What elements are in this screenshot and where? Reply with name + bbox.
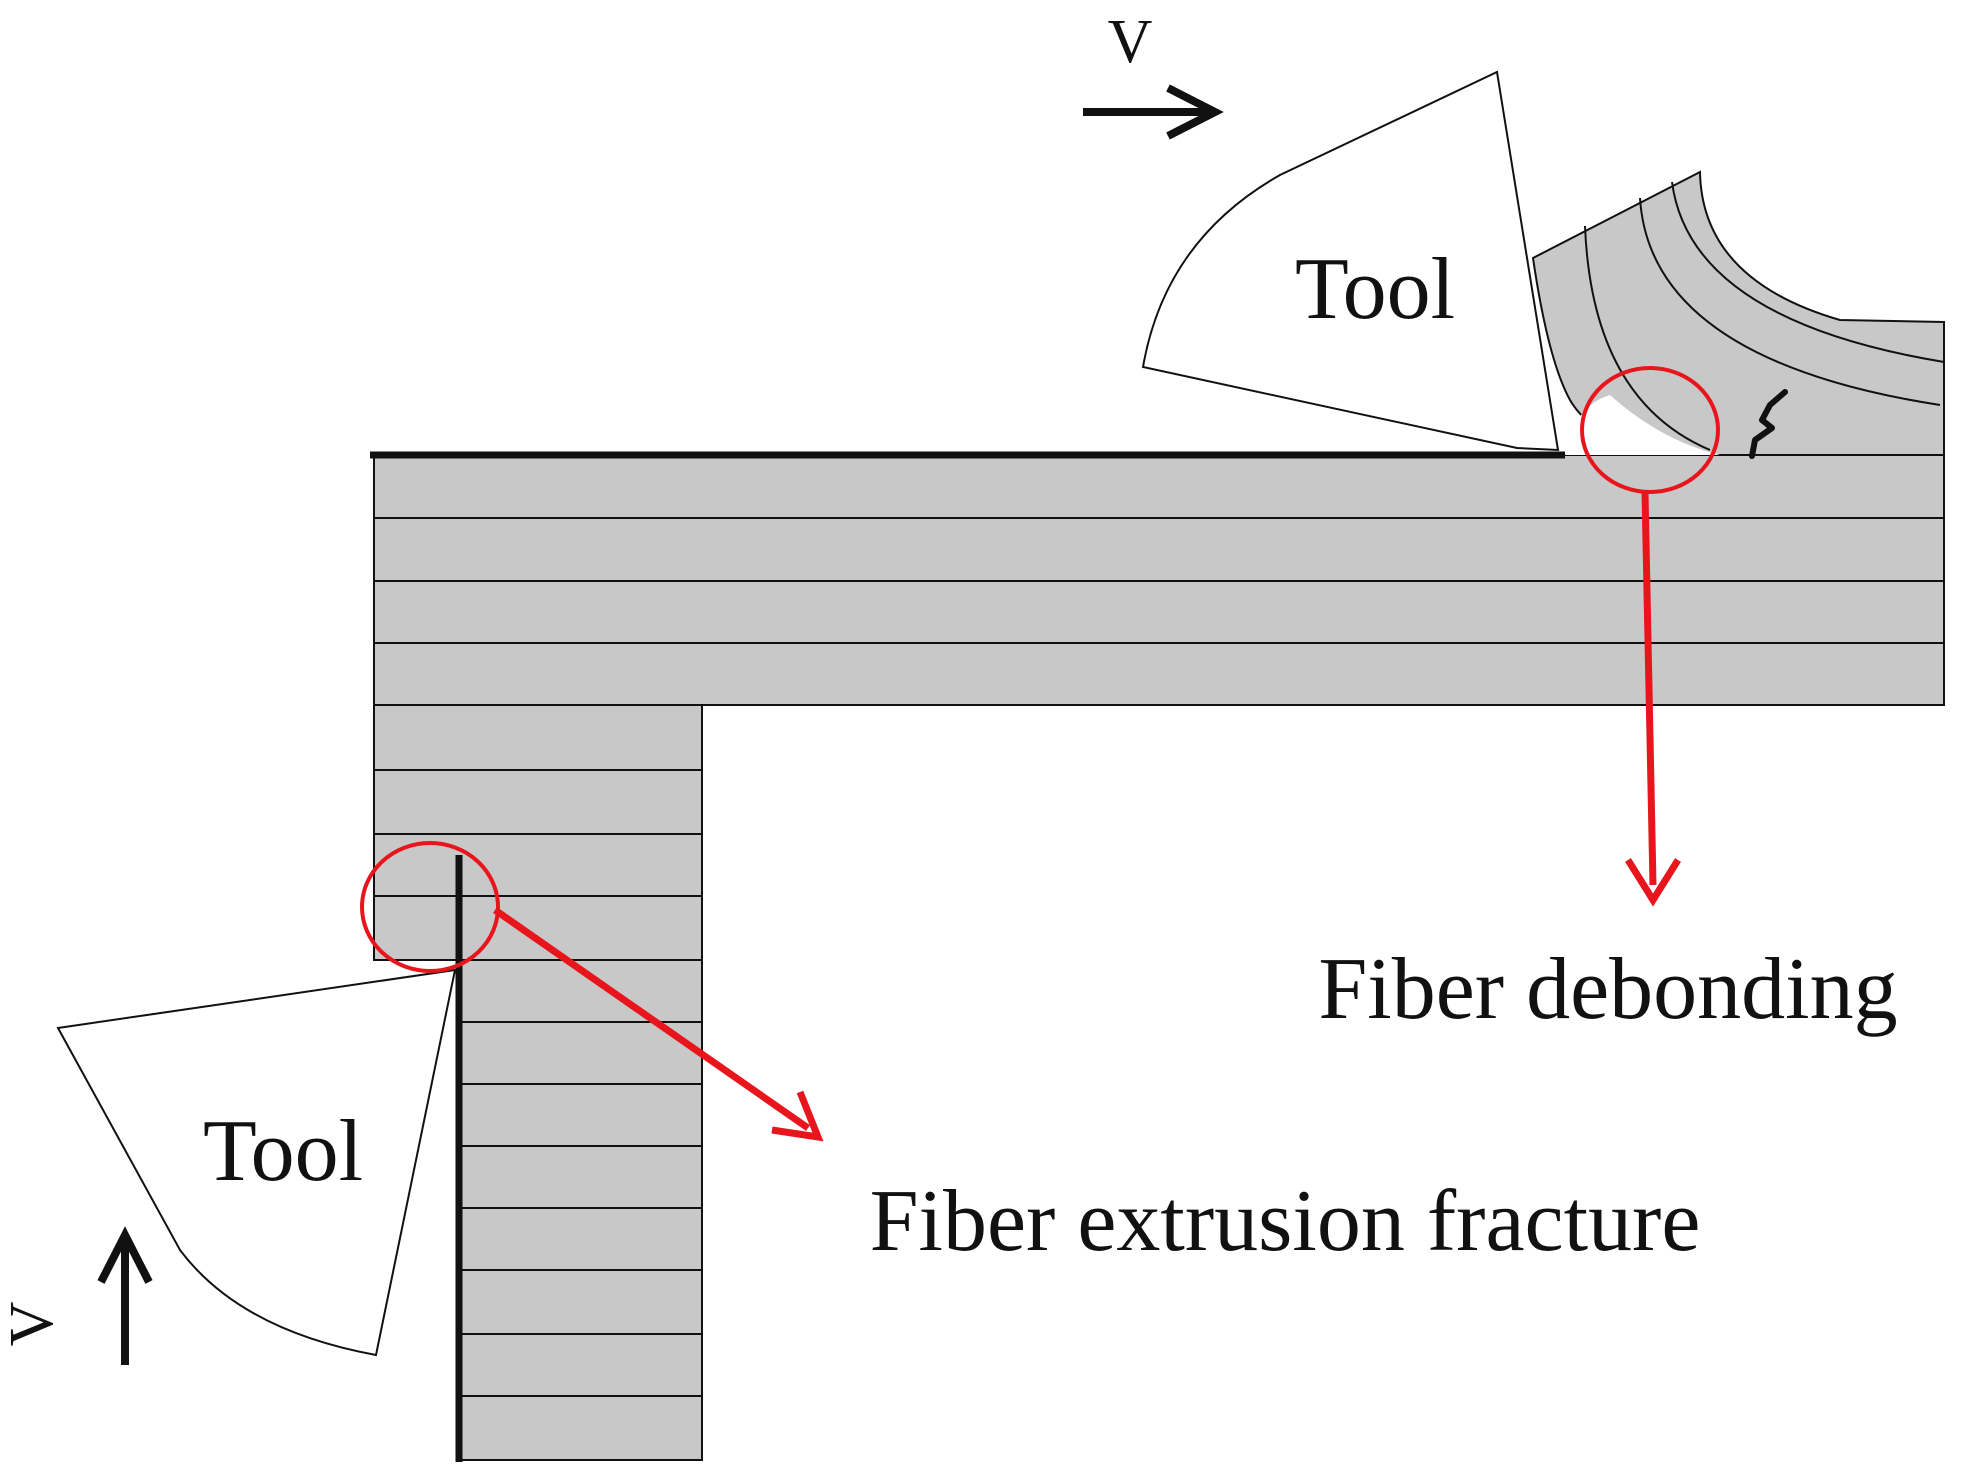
arrow-icon — [97, 1226, 153, 1365]
extrusion-callout: Fiber extrusion fracture — [360, 841, 1701, 1270]
debonding-callout: Fiber debonding — [1318, 366, 1898, 1038]
top-velocity: V — [1083, 8, 1224, 140]
debonding-gap — [1565, 395, 1720, 455]
chip-layer — [1671, 181, 1945, 363]
fiber-debonding-label: Fiber debonding — [1318, 941, 1897, 1038]
debonding-arrowhead — [1625, 858, 1681, 907]
bottom-tool-shape — [56, 968, 457, 1357]
vertical-column — [458, 959, 703, 1461]
extrusion-arrowhead — [771, 1090, 824, 1142]
top-tool-label: Tool — [1295, 241, 1455, 338]
crack-icon — [1749, 389, 1788, 459]
bottom-velocity: V — [0, 1226, 153, 1365]
extrusion-highlight — [360, 841, 500, 973]
extrusion-leader — [492, 907, 811, 1131]
debonding-leader — [1641, 492, 1657, 886]
fiber-extrusion-fracture-label: Fiber extrusion fracture — [870, 1173, 1701, 1270]
vertical-upper-block — [373, 704, 703, 961]
chip — [1531, 170, 1945, 459]
top-velocity-label: V — [1108, 8, 1153, 76]
bottom-velocity-label: V — [0, 1301, 66, 1346]
arrow-icon — [1083, 84, 1224, 140]
chip-layer — [1639, 197, 1941, 406]
bottom-tool-label: Tool — [203, 1103, 363, 1200]
top-tool-shape — [1141, 70, 1560, 452]
bottom-tool: Tool — [56, 968, 457, 1357]
debonding-highlight — [1580, 366, 1720, 494]
top-tool: Tool — [1141, 70, 1560, 452]
chip-layer — [1584, 225, 1711, 451]
vertical-workpiece — [373, 704, 703, 1462]
horizontal-workpiece — [370, 451, 1945, 706]
